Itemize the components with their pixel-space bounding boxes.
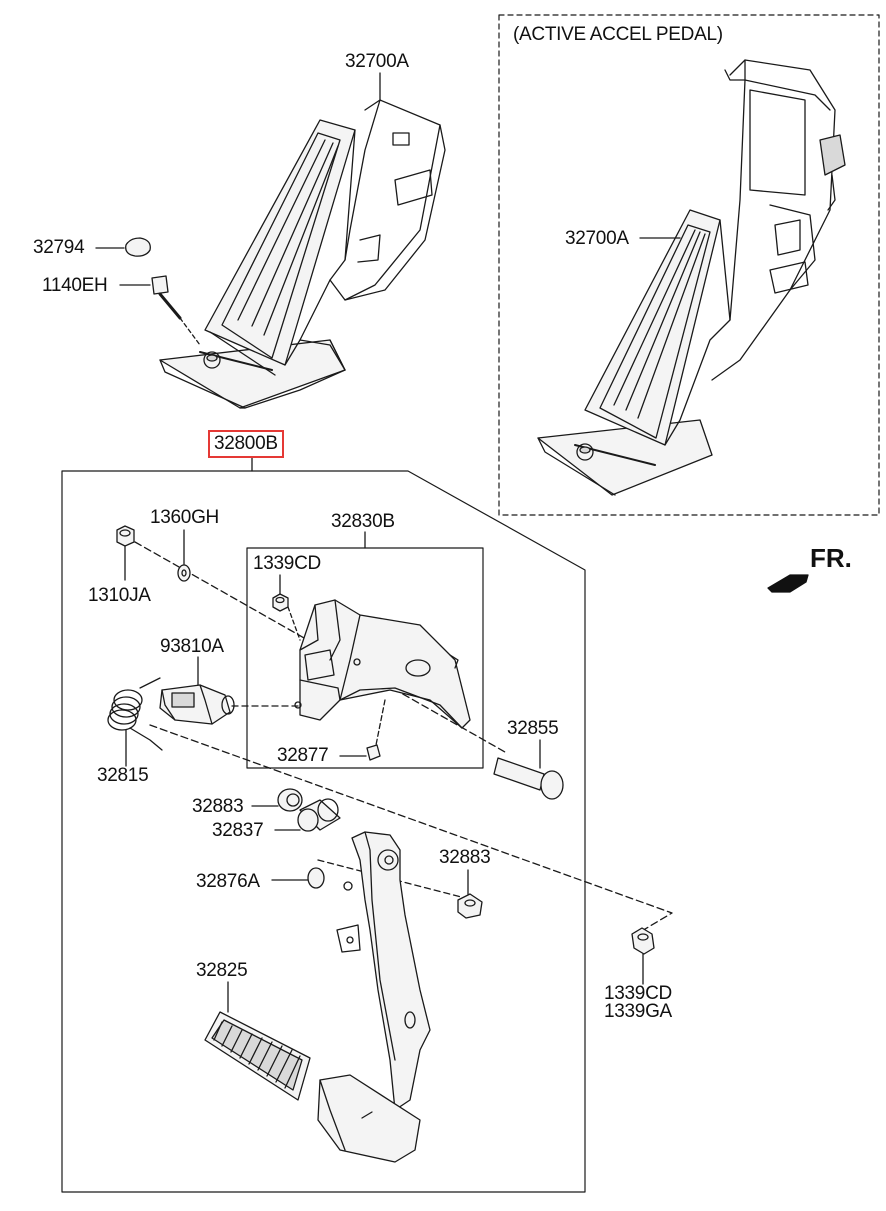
label-1339cd-inner[interactable]: 1339CD (253, 553, 321, 574)
label-32825[interactable]: 32825 (196, 960, 248, 981)
nut-1339cd-inner (272, 593, 289, 612)
label-32883-left[interactable]: 32883 (192, 796, 244, 817)
accel-pedal-top (159, 99, 446, 409)
label-32815[interactable]: 32815 (97, 765, 149, 786)
label-32876a[interactable]: 32876A (196, 871, 260, 892)
stopper-32876a (307, 867, 353, 891)
accel-pedal-active (537, 59, 846, 496)
label-32700a-top[interactable]: 32700A (345, 51, 409, 72)
label-32800b[interactable]: 32800B (208, 430, 284, 458)
active-pedal-box (498, 14, 880, 516)
nut-1339cd-bottom (631, 927, 655, 955)
label-1360gh[interactable]: 1360GH (150, 507, 219, 528)
front-direction-arrow (767, 574, 809, 593)
label-32855[interactable]: 32855 (507, 718, 559, 739)
pin-32877 (366, 744, 381, 761)
brake-pedal-arm (317, 831, 431, 1163)
bolt-1140eh (151, 275, 182, 320)
label-1140eh[interactable]: 1140EH (42, 275, 108, 296)
active-pedal-box-title: (ACTIVE ACCEL PEDAL) (513, 24, 723, 45)
bracket-part (294, 599, 471, 729)
bush-32883-right (457, 893, 483, 919)
pedal-pad-32825 (204, 1011, 311, 1101)
bush-32883-left (277, 788, 303, 812)
front-direction-label: FR. (810, 543, 852, 573)
cap-part (125, 237, 151, 257)
bolt-32855 (493, 757, 564, 800)
label-93810a[interactable]: 93810A (160, 636, 224, 657)
label-32883-right[interactable]: 32883 (439, 847, 491, 868)
spring-32815 (107, 677, 163, 751)
nut-1310ja (116, 525, 135, 547)
label-1339ga-bottom[interactable]: 1339GA (604, 1001, 672, 1022)
washer-1360gh (177, 564, 191, 582)
switch-93810a (159, 684, 235, 725)
sleeve-32837 (297, 798, 341, 832)
label-32700a-active[interactable]: 32700A (565, 228, 629, 249)
label-32794[interactable]: 32794 (33, 237, 85, 258)
label-32830b[interactable]: 32830B (331, 511, 395, 532)
label-32877[interactable]: 32877 (277, 745, 329, 766)
label-32837[interactable]: 32837 (212, 820, 264, 841)
label-1310ja[interactable]: 1310JA (88, 585, 151, 606)
label-1339cd-bottom[interactable]: 1339CD (604, 983, 672, 1004)
